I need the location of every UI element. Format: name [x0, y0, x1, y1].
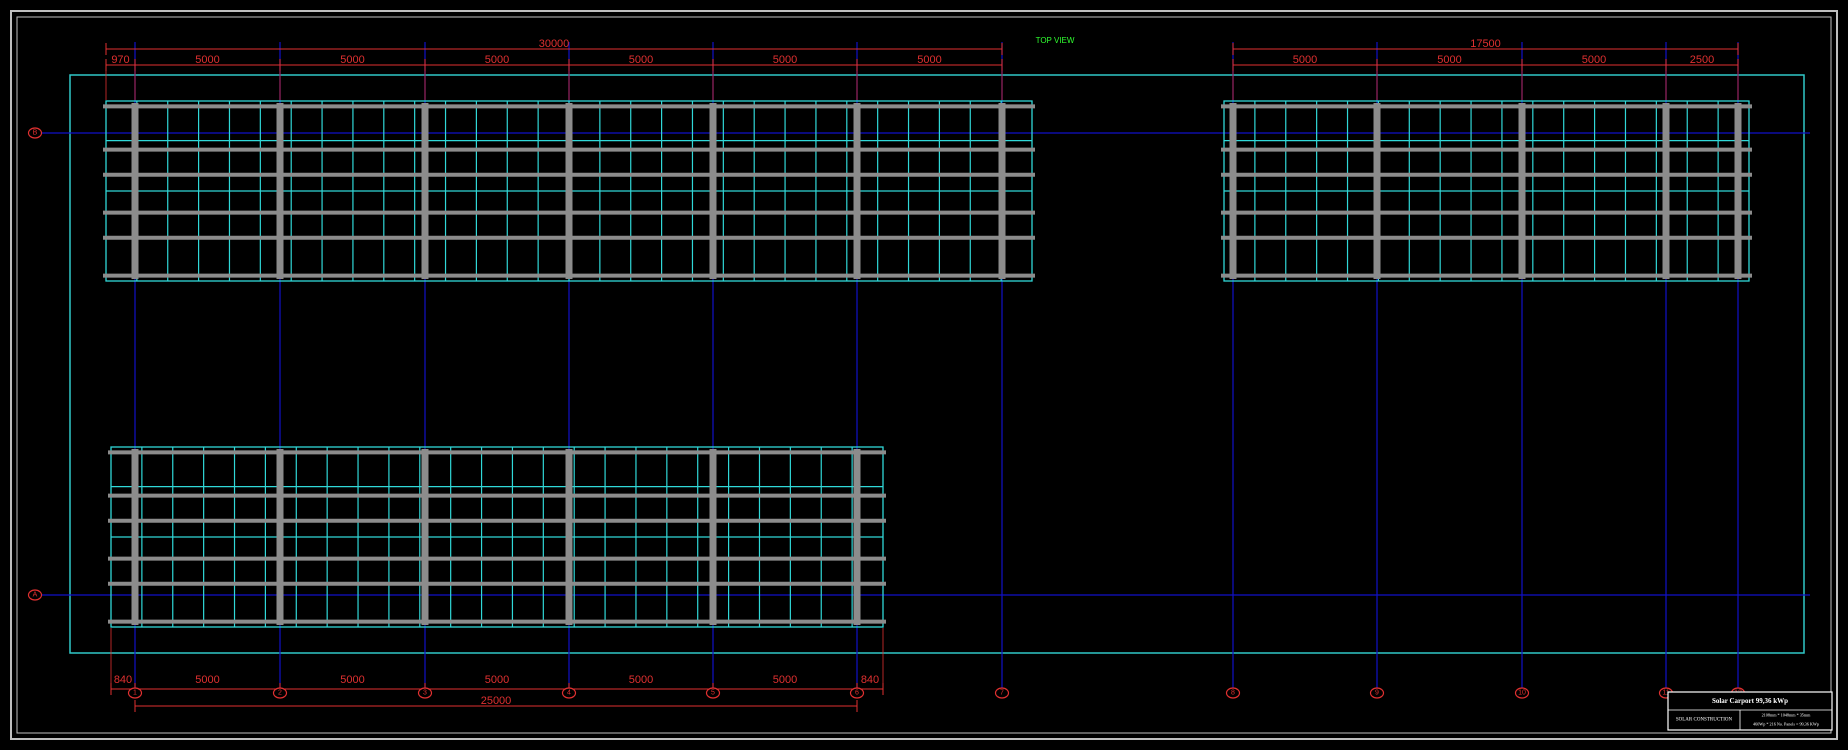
array-top-left-column: [998, 103, 1006, 279]
grid-bubble-col-2-label: 2: [278, 690, 282, 697]
dim-bottom-label: 5000: [195, 674, 219, 686]
array-top-left: [103, 100, 1035, 282]
grid-bubble-col-3-circle: [417, 687, 433, 699]
array-top-right-column: [1734, 103, 1742, 279]
dim-top-right: 5000 5000 5000 2500 17500: [1232, 38, 1739, 71]
structural-grid-lines: [40, 42, 1810, 690]
title-block-frame: [1667, 691, 1833, 731]
dim-top-left: 970 5000 5000 5000 5000 5000 5000 30000: [105, 38, 1003, 71]
dim-bottom-label: 5000: [485, 674, 509, 686]
dim-top-right-label: 5000: [1437, 54, 1461, 66]
grid-bubble-col-4: 4: [561, 687, 577, 699]
dim-bottom-label: 5000: [629, 674, 653, 686]
dim-bottom-label: 840: [114, 674, 132, 686]
grid-bubble-col-8-label: 8: [1231, 690, 1235, 697]
array-top-right-column: [1229, 103, 1237, 279]
dim-top-left-label: 5000: [340, 54, 364, 66]
dim-top-left-label: 5000: [629, 54, 653, 66]
dim-bottom-label: 5000: [340, 674, 364, 686]
dim-top-right-label: 2500: [1690, 54, 1714, 66]
grid-bubble-col-7-circle: [994, 687, 1010, 699]
array-bottom-left-column: [421, 449, 429, 625]
title-block-project-title: Solar Carport 99,36 kWp: [1712, 697, 1788, 705]
array-bottom-left-column: [853, 449, 861, 625]
dim-top-left-label: 5000: [195, 54, 219, 66]
dim-bottom-label: 5000: [773, 674, 797, 686]
title-block-panel-size: 2108mm * 1048mm * 35mm: [1762, 713, 1812, 718]
dim-top-left-label: 5000: [917, 54, 941, 66]
grid-bubble-col-8-circle: [1225, 687, 1241, 699]
grid-bubble-col-9-circle: [1369, 687, 1385, 699]
grid-bubble-col-1-label: 1: [133, 690, 137, 697]
grid-bubble-col-7: 7: [994, 687, 1010, 699]
array-top-left-column: [421, 103, 429, 279]
array-top-right: [1221, 100, 1752, 282]
title-block-capacity: 460Wp * 216 No. Panels = 99,36 KWp: [1753, 722, 1819, 728]
array-bottom-left-column: [565, 449, 573, 625]
dim-top-left-total-label: 30000: [539, 38, 570, 50]
array-bottom-left-column: [131, 449, 139, 625]
grid-bubble-col-8: 8: [1225, 687, 1241, 699]
grid-bubble-col-2-circle: [272, 687, 288, 699]
grid-bubble-col-5-label: 5: [711, 690, 715, 697]
grid-bubble-row-A: A: [27, 589, 43, 601]
grid-bubble-col-9: 9: [1369, 687, 1385, 699]
grid-bubble-col-6-label: 6: [855, 690, 859, 697]
grid-bubble-col-10-circle: [1514, 687, 1530, 699]
array-bottom-left-column: [276, 449, 284, 625]
grid-bubble-col-4-label: 4: [567, 690, 571, 697]
title-block-section-label: SOLAR CONSTRUCTION: [1676, 718, 1733, 723]
grid-bubble-col-5: 5: [705, 687, 721, 699]
array-top-left-column: [276, 103, 284, 279]
grid-bubble-col-6-circle: [849, 687, 865, 699]
drawing-outer-border: [10, 10, 1838, 740]
site-boundary: [69, 74, 1805, 654]
grid-bubble-row-B: B: [27, 127, 43, 139]
array-top-right-column: [1662, 103, 1670, 279]
grid-bubble-col-9-label: 9: [1375, 690, 1379, 697]
grid-bubble-row-A-label: A: [33, 592, 38, 599]
drawing-inner-border: [16, 16, 1832, 734]
grid-bubbles: BA123456789101112: [27, 127, 1746, 699]
grid-bubble-col-10: 10: [1514, 687, 1530, 699]
title-block: Solar Carport 99,36 kWp SOLAR CONSTRUCTI…: [1667, 691, 1833, 731]
grid-bubble-col-10-label: 10: [1518, 690, 1526, 697]
grid-bubble-row-B-label: B: [33, 130, 38, 137]
dim-bottom: 840 5000 5000 5000 5000 5000 840 25000: [110, 674, 884, 712]
grid-bubble-col-2: 2: [272, 687, 288, 699]
array-top-left-column: [565, 103, 573, 279]
dim-bottom-total-label: 25000: [481, 695, 512, 707]
dim-top-right-total-label: 17500: [1470, 38, 1501, 50]
grid-bubble-row-A-circle: [27, 589, 43, 601]
dim-top-right-label: 5000: [1582, 54, 1606, 66]
view-title: TOP VIEW: [1036, 36, 1075, 45]
grid-bubble-row-B-circle: [27, 127, 43, 139]
array-bottom-left: [108, 446, 886, 628]
grid-bubble-col-7-label: 7: [1000, 690, 1004, 697]
dim-top-left-label: 5000: [485, 54, 509, 66]
grid-bubble-col-4-circle: [561, 687, 577, 699]
dim-top-left-label: 5000: [773, 54, 797, 66]
grid-bubble-col-1: 1: [127, 687, 143, 699]
grid-bubble-col-11-label: 11: [1662, 690, 1669, 697]
grid-bubble-col-1-circle: [127, 687, 143, 699]
array-top-left-column: [853, 103, 861, 279]
array-top-left-column: [131, 103, 139, 279]
grid-bubble-col-5-circle: [705, 687, 721, 699]
array-top-right-column: [1518, 103, 1526, 279]
array-top-right-column: [1373, 103, 1381, 279]
grid-bubble-col-3-label: 3: [423, 690, 427, 697]
array-bottom-left-column: [709, 449, 717, 625]
pv-arrays: [103, 100, 1752, 628]
dim-bottom-label: 840: [861, 674, 879, 686]
grid-bubble-col-3: 3: [417, 687, 433, 699]
dim-top-right-label: 5000: [1293, 54, 1317, 66]
array-top-left-column: [709, 103, 717, 279]
grid-bubble-col-6: 6: [849, 687, 865, 699]
dim-top-left-label: 970: [111, 54, 129, 66]
